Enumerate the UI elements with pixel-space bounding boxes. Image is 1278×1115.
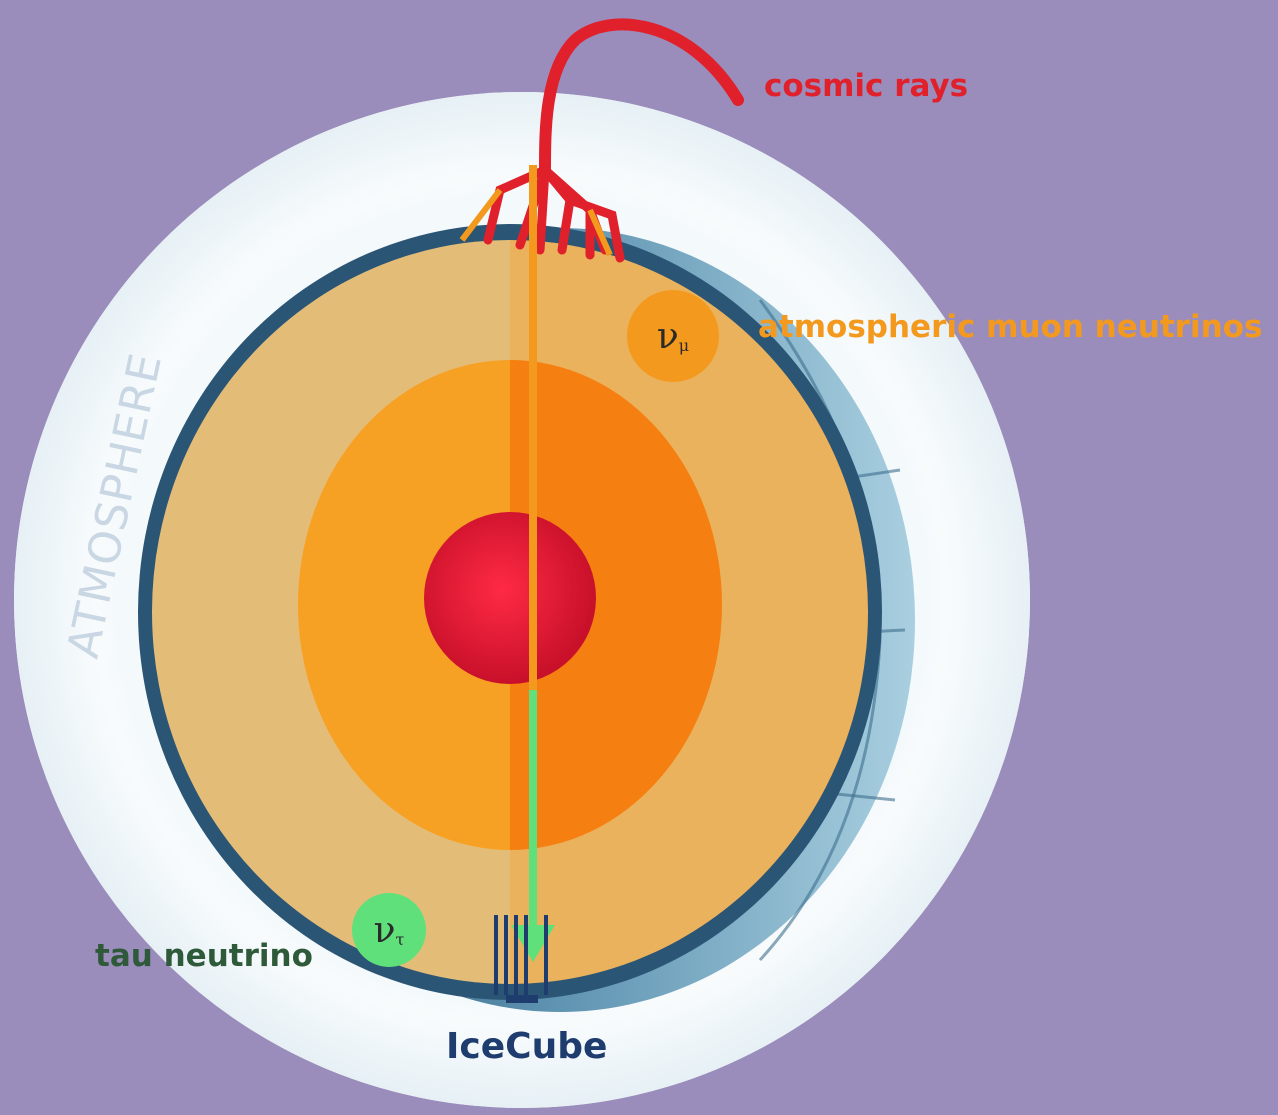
- inner-core: [424, 512, 596, 684]
- tau-neutrino-subscript: τ: [396, 930, 405, 949]
- cosmic-rays-label: cosmic rays: [764, 68, 968, 104]
- muon-neutrino-subscript: μ: [679, 336, 689, 355]
- tau-neutrino-label: tau neutrino: [95, 938, 313, 974]
- atmospheric-muon-neutrinos-label: atmospheric muon neutrinos: [758, 309, 1262, 345]
- tau-neutrino-symbol: ν: [374, 910, 396, 951]
- muon-neutrino-symbol: ν: [657, 316, 679, 357]
- icecube-label: IceCube: [446, 1026, 607, 1067]
